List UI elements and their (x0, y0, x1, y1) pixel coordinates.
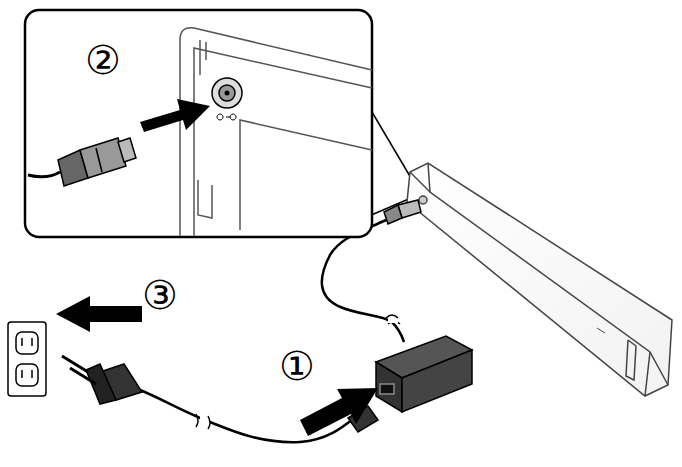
callout-number: ② (85, 40, 121, 80)
zoom-box (25, 10, 372, 237)
arrow-3 (56, 296, 142, 332)
scanner-end-detail (180, 28, 372, 236)
wall-outlet (8, 322, 46, 396)
dc-plug-detail (28, 138, 136, 186)
arrow-1 (300, 388, 378, 436)
dc-plug (384, 200, 421, 224)
callout-number: ③ (142, 275, 178, 315)
break-mark (386, 315, 400, 324)
dc-cord (322, 220, 404, 342)
ac-plug (62, 356, 142, 404)
arrow-2 (140, 99, 210, 132)
zoom-leader (372, 112, 411, 178)
break-mark (196, 414, 210, 429)
ac-adapter (376, 336, 472, 412)
callout-number: ① (279, 346, 315, 386)
